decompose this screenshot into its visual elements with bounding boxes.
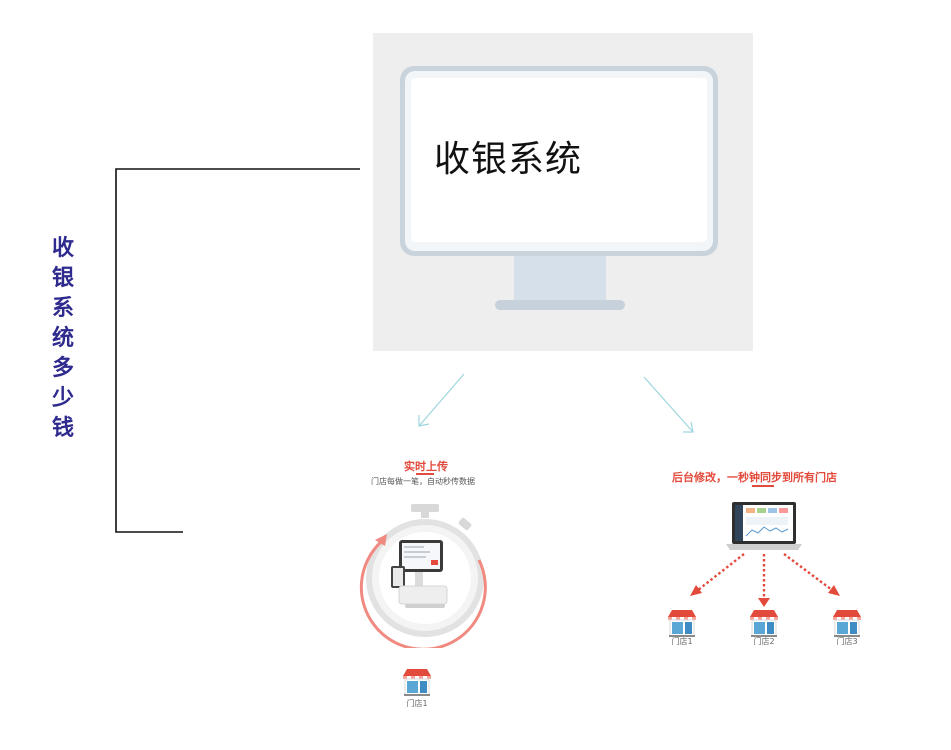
left-section-title: 实时上传 xyxy=(404,460,448,473)
monitor-stand-base xyxy=(495,300,625,310)
right-store-label-3: 门店3 xyxy=(836,637,858,646)
left-store-label: 门店1 xyxy=(406,699,428,708)
monitor-stand-neck xyxy=(514,256,606,300)
flow-arrows xyxy=(418,373,694,433)
store-icon xyxy=(833,610,861,637)
monitor-screen xyxy=(411,78,707,242)
arrow-left xyxy=(418,373,465,427)
right-section-title: 后台修改，一秒钟同步到所有门店 xyxy=(672,471,837,484)
right-store-label-1: 门店1 xyxy=(671,637,693,646)
bracket-connector xyxy=(115,168,360,533)
right-title-underline xyxy=(752,485,774,487)
store-icon xyxy=(750,610,778,637)
store-icon xyxy=(668,610,696,637)
monitor-screen-text: 收银系统 xyxy=(434,139,583,180)
arrow-right xyxy=(643,376,694,433)
laptop-illustration xyxy=(726,502,802,550)
right-store-label-2: 门店2 xyxy=(753,637,775,646)
left-section-subtitle: 门店每做一笔，自动秒传数据 xyxy=(371,477,475,486)
pos-timer-illustration xyxy=(359,504,487,648)
sync-arrows xyxy=(690,553,840,607)
store-icon xyxy=(403,669,431,696)
left-title-underline xyxy=(416,473,434,475)
side-title: 收银系统多少钱 xyxy=(51,236,74,441)
